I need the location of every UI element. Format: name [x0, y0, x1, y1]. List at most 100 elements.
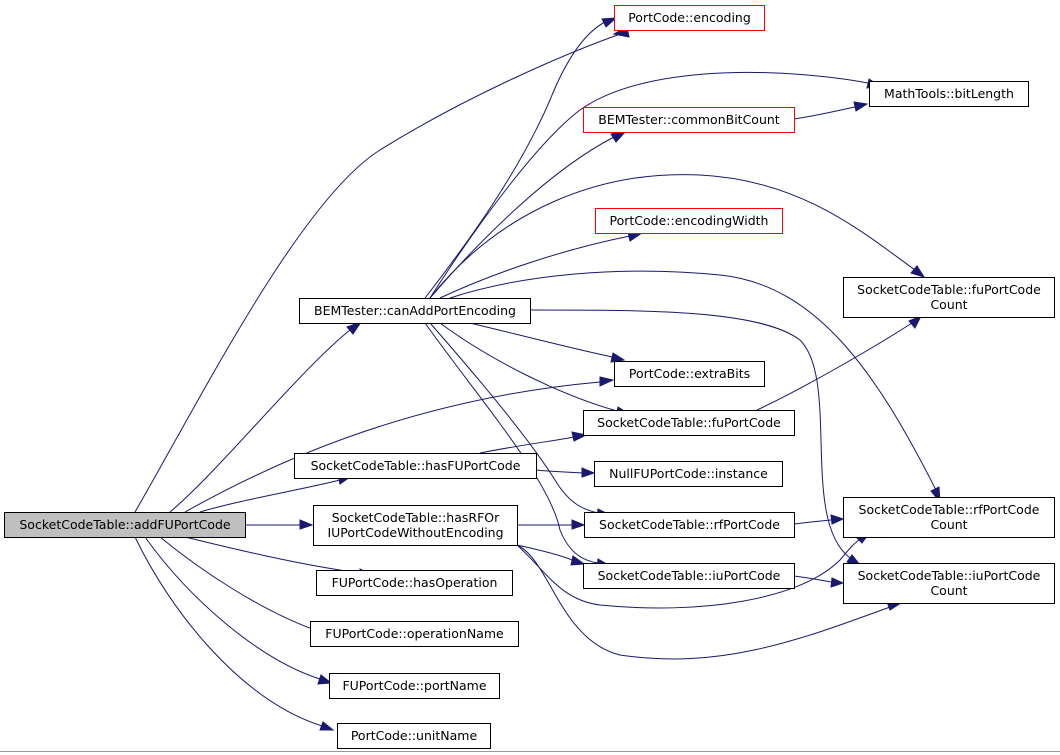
node-hasrf[interactable]: SocketCodeTable::hasRFOrIUPortCodeWithou…	[313, 505, 518, 546]
node-opn[interactable]: FUPortCode::operationName	[310, 621, 519, 647]
node-label: NullFUPortCode::instance	[609, 466, 768, 481]
node-layer: SocketCodeTable::addFUPortCode BEMTester:…	[4, 5, 1055, 749]
edge-line	[184, 536, 361, 574]
edge-line	[169, 329, 351, 513]
edge-arrowhead	[830, 577, 845, 588]
node-hasfu[interactable]: SocketCodeTable::hasFUPortCode	[294, 453, 537, 479]
node-ew[interactable]: PortCode::encodingWidth	[595, 208, 783, 234]
edge-line	[516, 537, 863, 609]
edge-line	[516, 544, 891, 660]
node-add[interactable]: SocketCodeTable::addFUPortCode	[4, 512, 246, 538]
edge-line	[793, 106, 856, 120]
edge-add-to-can	[169, 321, 363, 513]
edge-iup-to-iuc	[793, 575, 845, 588]
node-eb[interactable]: PortCode::extraBits	[614, 361, 765, 387]
node-label: SocketCodeTable::fuPortCode	[857, 282, 1041, 297]
node-box	[595, 208, 783, 234]
edge-cbc-to-bit	[793, 101, 869, 120]
edge-arrowhead	[599, 376, 615, 387]
node-rfp[interactable]: SocketCodeTable::rfPortCode	[584, 512, 795, 538]
edge-line	[479, 436, 575, 454]
edge-line	[793, 519, 832, 525]
node-null[interactable]: NullFUPortCode::instance	[594, 461, 783, 487]
edge-add-to-pn	[144, 536, 333, 685]
edge-line	[144, 536, 321, 680]
node-label: FUPortCode::portName	[342, 678, 486, 693]
edge-arrowhead	[299, 519, 314, 530]
node-hasop[interactable]: FUPortCode::hasOperation	[316, 570, 513, 596]
node-box	[310, 621, 519, 647]
node-bit[interactable]: MathTools::bitLength	[869, 81, 1029, 107]
edge-line	[793, 575, 832, 583]
node-label: SocketCodeTable::iuPortCode	[858, 568, 1041, 583]
edge-arrowhead	[908, 315, 923, 329]
node-box	[869, 81, 1029, 107]
edge-line	[199, 479, 341, 513]
edge-line	[134, 536, 323, 727]
edge-arrowhead	[601, 17, 618, 28]
node-enc[interactable]: PortCode::encoding	[614, 5, 765, 31]
edge-arrowhead	[346, 321, 363, 335]
edge-line	[756, 322, 913, 411]
edge-line	[424, 21, 606, 299]
node-box	[614, 361, 765, 387]
edge-layer	[134, 17, 941, 731]
node-label: SocketCodeTable::iuPortCode	[598, 568, 781, 583]
edge-arrowhead	[570, 555, 586, 566]
node-can[interactable]: BEMTester::canAddPortEncoding	[299, 298, 531, 324]
edge-can-to-iuc	[529, 309, 862, 566]
edge-hasfu-to-null	[535, 467, 596, 478]
edge-can-to-eb	[469, 322, 626, 363]
node-box	[329, 673, 500, 699]
node-box	[583, 107, 795, 133]
edge-line	[535, 469, 583, 474]
node-label: BEMTester::canAddPortEncoding	[314, 303, 516, 318]
edge-line	[159, 536, 316, 631]
edge-line	[449, 270, 937, 491]
edge-line	[469, 322, 613, 358]
node-box	[299, 298, 531, 324]
node-box	[583, 410, 795, 436]
node-box	[843, 497, 1055, 538]
edge-line	[439, 235, 631, 299]
edge-fup-to-fuc	[756, 315, 923, 411]
node-fup[interactable]: SocketCodeTable::fuPortCode	[583, 410, 795, 436]
node-box	[843, 563, 1055, 604]
edge-line	[529, 309, 851, 559]
node-un[interactable]: PortCode::unitName	[337, 723, 491, 749]
node-label: PortCode::extraBits	[629, 366, 750, 381]
bottom-divider	[0, 751, 1060, 752]
node-box	[583, 563, 795, 589]
edge-line	[516, 544, 573, 561]
node-label: FUPortCode::hasOperation	[332, 575, 498, 590]
node-iup[interactable]: SocketCodeTable::iuPortCode	[583, 563, 795, 589]
edge-add-to-un	[134, 536, 335, 731]
edge-arrowhead	[610, 352, 626, 363]
edge-add-to-eb	[184, 376, 615, 513]
node-label: Count	[930, 583, 967, 598]
edge-arrowhead	[581, 467, 596, 478]
node-box	[313, 505, 518, 546]
edge-hasrf-to-rfp	[517, 519, 586, 530]
edge-arrowhead	[910, 265, 926, 278]
node-box	[294, 453, 537, 479]
node-label: PortCode::encodingWidth	[610, 213, 769, 228]
node-label: PortCode::unitName	[351, 728, 478, 743]
node-box	[316, 570, 513, 596]
edge-can-to-bit	[429, 71, 882, 299]
node-box	[4, 512, 246, 538]
node-box	[594, 461, 783, 487]
edge-arrowhead	[319, 721, 335, 731]
edge-arrowhead	[317, 674, 333, 685]
edge-line	[429, 71, 869, 299]
node-pn[interactable]: FUPortCode::portName	[329, 673, 500, 699]
edge-arrowhead	[853, 101, 869, 112]
node-label: MathTools::bitLength	[884, 86, 1014, 101]
node-cbc[interactable]: BEMTester::commonBitCount	[583, 107, 795, 133]
edge-line	[134, 31, 627, 513]
node-label: Count	[930, 297, 967, 312]
edge-add-to-hasrf	[245, 519, 314, 530]
